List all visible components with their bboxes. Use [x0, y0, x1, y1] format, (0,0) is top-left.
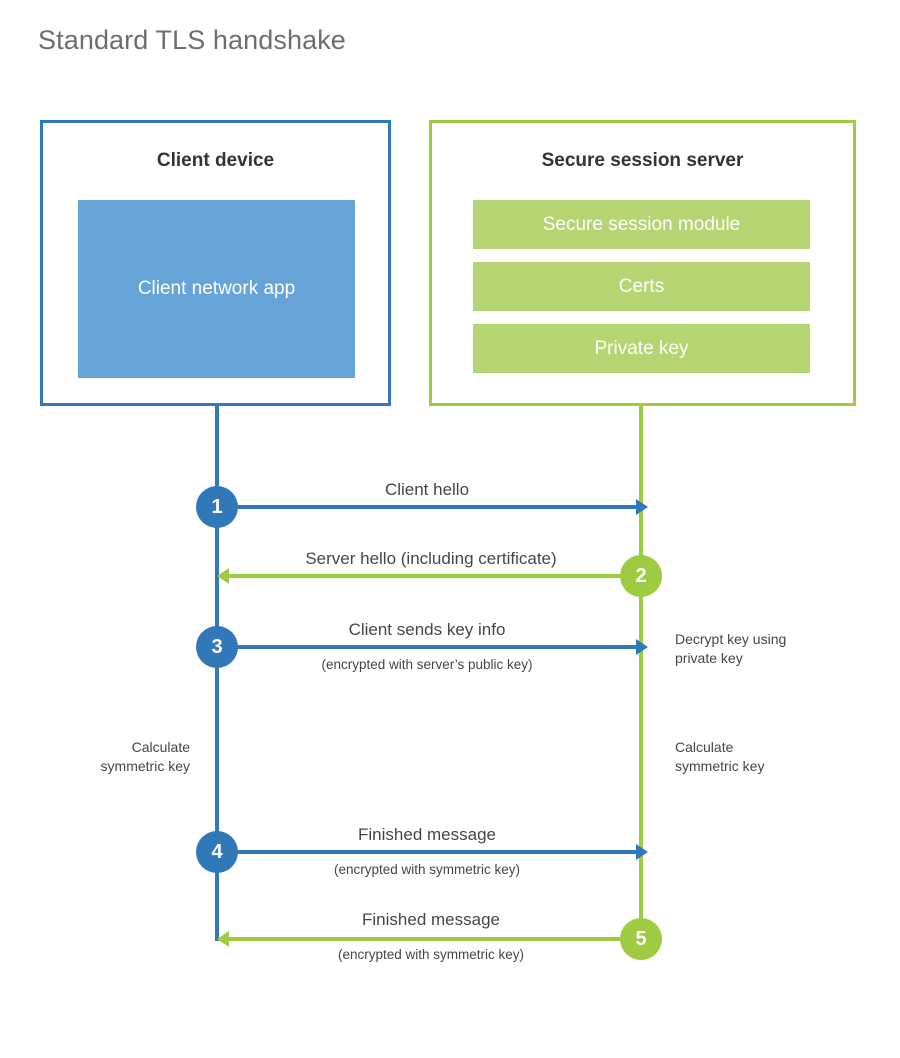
client-device-box: Client device Client network app — [40, 120, 391, 406]
arrowhead-right-icon — [636, 639, 648, 655]
client-device-title: Client device — [156, 150, 275, 171]
arrow-step-1 — [217, 499, 648, 515]
label-step-5: Finished message — [362, 910, 500, 929]
step-marker-3[interactable]: 3 — [196, 626, 238, 668]
step-marker-4[interactable]: 4 — [196, 831, 238, 873]
secure-session-server-box: Secure session server Secure session mod… — [429, 120, 856, 406]
arrow-step-2 — [217, 568, 641, 584]
page-title: Standard TLS handshake — [38, 25, 346, 55]
server-component-private-key: Private key — [473, 324, 810, 373]
server-component-certs: Certs — [473, 262, 810, 311]
secure-session-server-title: Secure session server — [541, 150, 744, 171]
arrow-step-4 — [217, 844, 648, 860]
arrowhead-left-icon — [217, 931, 229, 947]
arrowhead-right-icon — [636, 844, 648, 860]
arrow-step-5 — [217, 931, 641, 947]
note-server-calculate-symmetric-key: Calculate symmetric key — [675, 739, 765, 774]
step-marker-2[interactable]: 2 — [620, 555, 662, 597]
label-step-3: Client sends key info — [348, 620, 506, 639]
label-step-4: Finished message — [358, 825, 496, 844]
label-step-1: Client hello — [384, 480, 470, 499]
note-client-calculate-symmetric-key: Calculate symmetric key — [100, 739, 190, 774]
server-component-secure-session-module: Secure session module — [473, 200, 810, 249]
sublabel-step-4: (encrypted with symmetric key) — [333, 862, 521, 877]
server-lifeline — [639, 405, 643, 941]
client-lifeline — [215, 405, 219, 941]
arrowhead-right-icon — [636, 499, 648, 515]
sublabel-step-5: (encrypted with symmetric key) — [337, 947, 525, 962]
label-step-2: Server hello (including certificate) — [305, 549, 557, 568]
arrow-step-3 — [217, 639, 648, 655]
sublabel-step-3: (encrypted with server’s public key) — [321, 657, 533, 672]
arrowhead-left-icon — [217, 568, 229, 584]
client-network-app-block: Client network app — [78, 200, 355, 378]
note-decrypt-key: Decrypt key using private key — [675, 631, 787, 666]
step-marker-1[interactable]: 1 — [196, 486, 238, 528]
step-marker-5[interactable]: 5 — [620, 918, 662, 960]
